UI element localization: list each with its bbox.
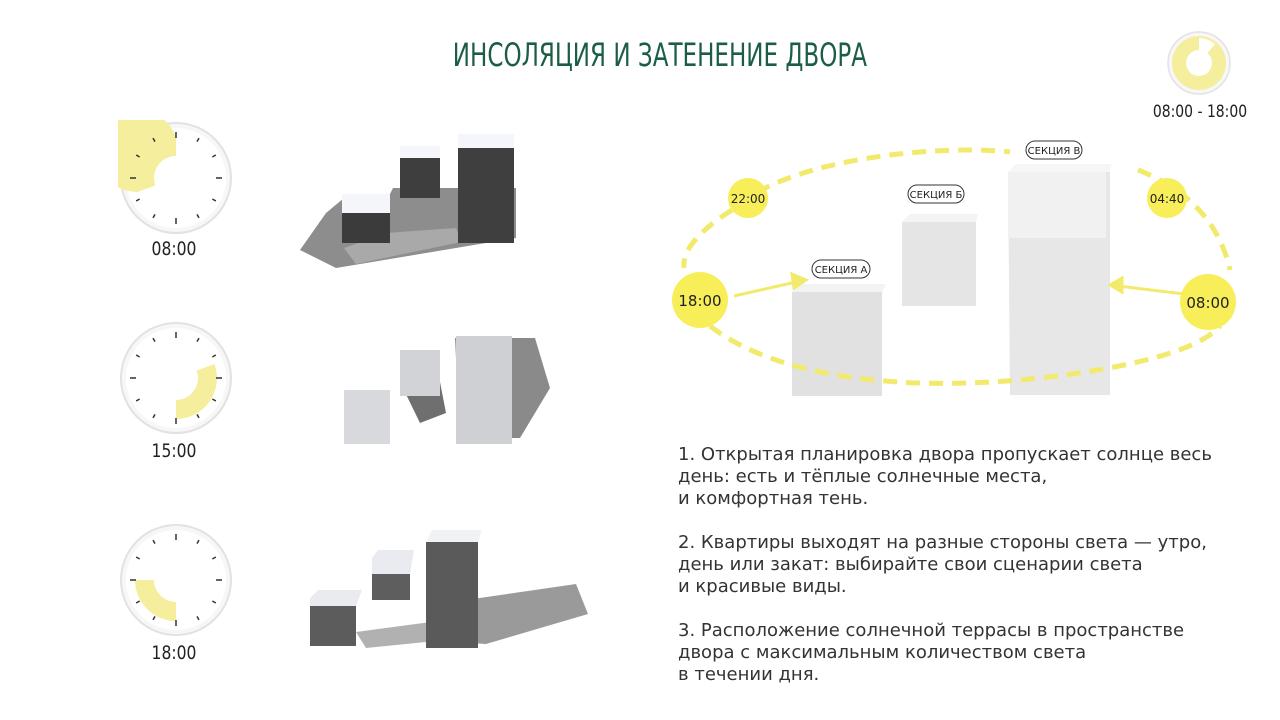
clock-1800-icon: [120, 524, 232, 636]
clock-tick: [211, 398, 217, 402]
sun-path-back: [736, 147, 1011, 207]
clock-0800-icon: [118, 120, 232, 234]
clock-label-0800: 08:00: [151, 238, 197, 260]
clock-tick: [135, 354, 141, 358]
clock-tick: [211, 198, 217, 202]
description-point-3: 3. Расположение солнечной террасы в прос…: [678, 620, 1185, 685]
clock-tick: [196, 137, 200, 143]
clock-tick: [196, 539, 200, 545]
sun-1800-icon: [672, 272, 728, 328]
blocks-1500-illustration: [344, 324, 550, 444]
clock-tick: [196, 337, 200, 343]
section-b-label: СЕКЦИЯ Б: [910, 190, 963, 201]
description-point-2: 2. Квартиры выходят на разные стороны св…: [678, 532, 1207, 597]
clock-tick: [211, 354, 217, 358]
section-a-tag: [811, 259, 871, 279]
clock-label-1800: 18:00: [151, 642, 197, 664]
sun-path-front: [708, 324, 1222, 386]
description-point-1: 1. Открытая планировка двора пропускает …: [678, 444, 1212, 509]
clock-tick: [135, 556, 141, 560]
section-c-block: [1008, 164, 1112, 395]
clock-tick: [152, 213, 156, 219]
daylight-clock-icon: [1167, 31, 1231, 95]
daylight-range-label: 08:00 - 18:00: [1152, 102, 1248, 122]
section-b-block: [902, 214, 978, 306]
clock-tick: [211, 600, 217, 604]
clock-tick: [135, 154, 141, 158]
clock-ticks: [130, 534, 222, 626]
clock-tick: [196, 615, 200, 621]
clock-tick: [135, 198, 141, 202]
clock-label-1500: 15:00: [151, 440, 197, 462]
section-c-label: СЕКЦИЯ В: [1028, 146, 1081, 157]
clock-tick: [196, 213, 200, 219]
sun-path-back-right: [1137, 167, 1233, 271]
clock-tick: [135, 398, 141, 402]
clock-tick: [211, 154, 217, 158]
clock-tick: [152, 539, 156, 545]
description-list: 1. Открытая планировка двора пропускает …: [678, 444, 1258, 708]
clock-tick: [152, 337, 156, 343]
time-2200-label: 22:00: [731, 192, 766, 206]
sun-path-diagram: СЕКЦИЯ А СЕКЦИЯ Б СЕКЦИЯ В 22:00 04:40 1…: [672, 140, 1236, 396]
sun-path-left: [681, 207, 734, 269]
time-0440-label: 04:40: [1150, 192, 1185, 206]
sun-2200-icon: [728, 178, 768, 218]
clock-tick: [152, 413, 156, 419]
clock-tick: [152, 615, 156, 621]
clock-tick: [196, 413, 200, 419]
section-b-tag: [907, 184, 965, 204]
clock-ticks: [130, 132, 222, 224]
clock-1500-icon: [120, 322, 232, 434]
blocks-1800-illustration: [310, 530, 588, 648]
clock-tick: [211, 556, 217, 560]
sun-0440-icon: [1147, 178, 1187, 218]
arrow-left: [733, 271, 810, 298]
section-c-tag: [1025, 140, 1083, 160]
sun-0800-icon: [1180, 274, 1236, 330]
clock-tick: [135, 600, 141, 604]
section-a-block: [792, 284, 886, 396]
time-0800-label: 08:00: [1186, 294, 1229, 312]
blocks-0800-illustration: [300, 124, 516, 268]
section-a-label: СЕКЦИЯ А: [815, 265, 868, 276]
time-1800-label: 18:00: [678, 292, 721, 310]
page-title: ИНСОЛЯЦИЯ И ЗАТЕНЕНИЕ ДВОРА: [452, 36, 868, 74]
arrow-right: [1107, 275, 1185, 296]
clock-tick: [152, 137, 156, 143]
clock-ticks: [130, 332, 222, 424]
